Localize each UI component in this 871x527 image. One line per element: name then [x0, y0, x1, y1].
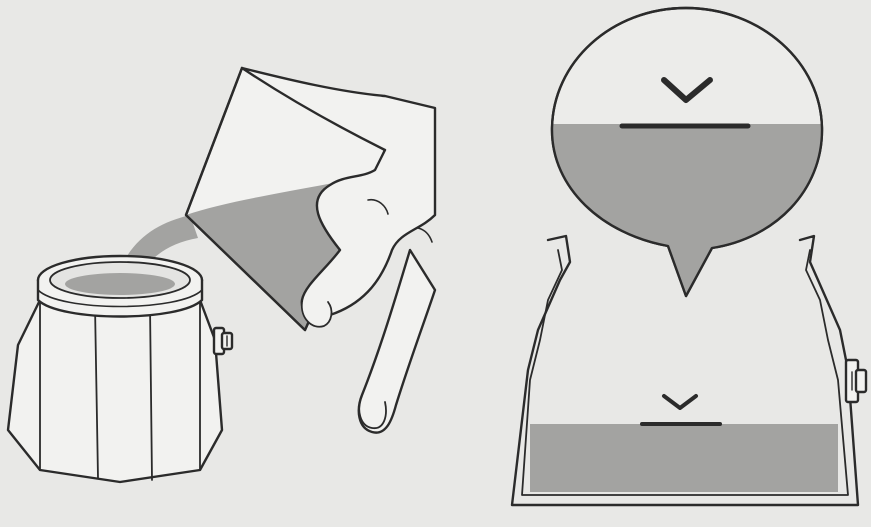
section-water — [530, 424, 838, 492]
moka-pot-base-icon — [8, 256, 232, 482]
safety-valve-icon — [214, 328, 232, 354]
water-in-base — [65, 273, 175, 295]
